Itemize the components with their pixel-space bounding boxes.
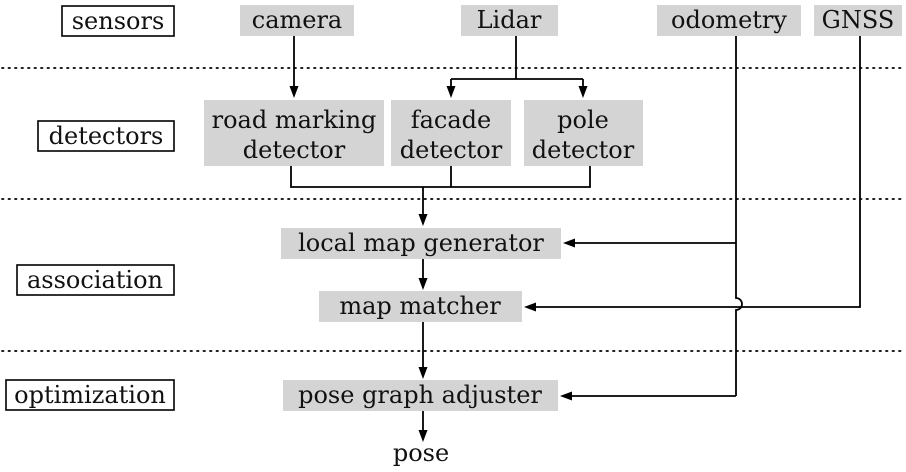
stage-detectors-label: detectors xyxy=(49,122,164,150)
node-facade-line1: facade xyxy=(411,106,492,134)
node-map-matcher-label: map matcher xyxy=(339,292,501,320)
node-gnss-box xyxy=(814,5,902,36)
node-road-marking-line1: road marking xyxy=(212,106,377,134)
arrowhead-generator-from-odometry xyxy=(563,238,575,248)
node-odometry-label: odometry xyxy=(671,6,787,34)
arrowhead-local-map-generator xyxy=(418,214,428,226)
stage-sensors: sensors xyxy=(61,5,175,37)
node-pole-line2: detector xyxy=(532,136,635,164)
node-gnss: GNSS xyxy=(814,5,902,36)
edge-lidar-split xyxy=(450,36,584,88)
node-facade-detector: facade detector xyxy=(391,100,511,166)
arrowhead-pole xyxy=(578,86,588,98)
node-camera: camera xyxy=(240,5,354,36)
output-pose-label: pose xyxy=(393,439,449,467)
edge-odometry-trunk xyxy=(735,36,743,396)
stage-optimization-label: optimization xyxy=(14,381,166,409)
arrowhead-pose-graph-adjuster xyxy=(418,367,428,379)
node-odometry: odometry xyxy=(657,5,801,36)
node-road-marking-line2: detector xyxy=(243,136,346,164)
edge-detectors-merge xyxy=(290,166,591,216)
edge-gnss-to-matcher xyxy=(535,36,861,308)
node-pose-graph-adjuster-label: pose graph adjuster xyxy=(298,381,542,409)
node-pose-graph-adjuster-box xyxy=(283,380,558,411)
arrowhead-adjuster-from-odometry xyxy=(560,391,572,401)
node-odometry-box xyxy=(657,5,801,36)
node-local-map-generator-label: local map generator xyxy=(298,229,544,257)
stage-association-label: association xyxy=(27,266,163,294)
node-pole-detector: pole detector xyxy=(524,100,643,166)
node-map-matcher-box xyxy=(319,291,522,322)
node-pole-box xyxy=(524,100,643,166)
arrowhead-matcher-from-gnss xyxy=(524,302,536,312)
stage-detectors-box xyxy=(37,120,175,152)
stage-sensors-label: sensors xyxy=(72,7,165,35)
node-facade-box xyxy=(391,100,511,166)
arrowhead-road-marking xyxy=(289,86,299,98)
node-lidar-label: Lidar xyxy=(477,6,542,34)
node-map-matcher: map matcher xyxy=(319,291,522,322)
node-pole-line1: pole xyxy=(557,106,609,134)
arrowhead-pose xyxy=(418,430,428,442)
node-lidar: Lidar xyxy=(461,5,558,36)
node-pose-graph-adjuster: pose graph adjuster xyxy=(283,380,558,411)
node-road-marking-box xyxy=(204,100,384,166)
stage-optimization: optimization xyxy=(5,379,175,411)
stage-detectors: detectors xyxy=(37,120,175,152)
stage-association-box xyxy=(16,264,175,296)
stage-sensors-box xyxy=(61,5,175,37)
node-road-marking-detector: road marking detector xyxy=(204,100,384,166)
node-local-map-generator-box xyxy=(281,228,561,259)
arrowhead-map-matcher xyxy=(418,278,428,290)
node-gnss-label: GNSS xyxy=(822,6,895,34)
stage-association: association xyxy=(16,264,175,296)
arrowhead-facade xyxy=(446,86,456,98)
node-facade-line2: detector xyxy=(400,136,503,164)
stage-optimization-box xyxy=(5,379,175,411)
node-lidar-box xyxy=(461,5,558,36)
node-camera-box xyxy=(240,5,354,36)
node-camera-label: camera xyxy=(252,6,343,34)
node-local-map-generator: local map generator xyxy=(281,228,561,259)
